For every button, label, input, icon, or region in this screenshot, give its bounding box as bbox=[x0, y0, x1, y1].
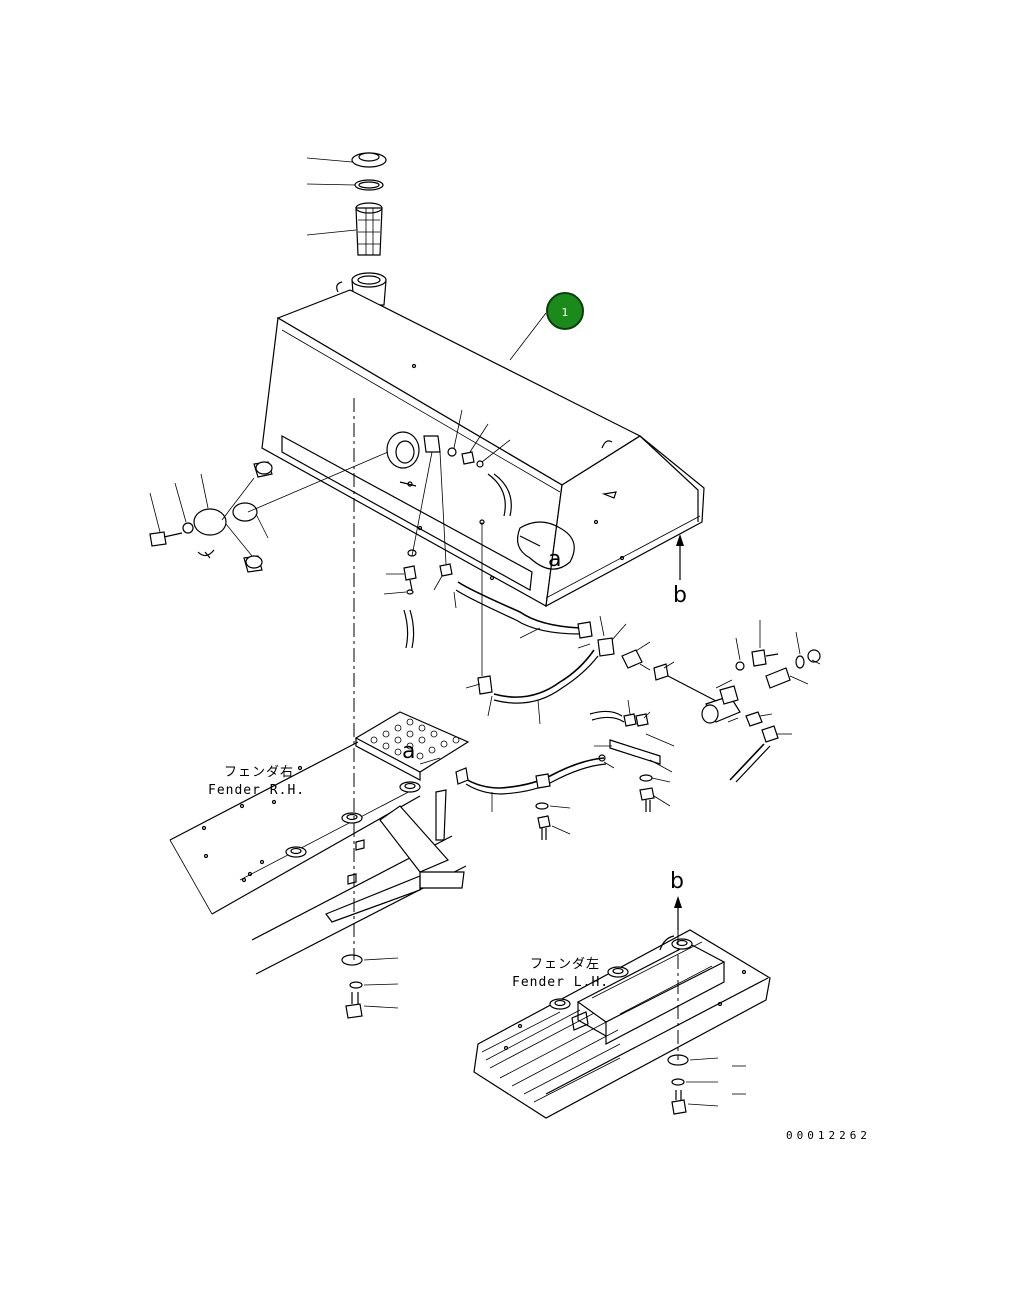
view-b-label-platform: b bbox=[670, 869, 684, 894]
fuel-tank bbox=[261, 289, 705, 608]
fender-lh-label-jp: フェンダ左 bbox=[530, 957, 600, 972]
view-b-arrow-tank: b bbox=[673, 534, 687, 608]
fender-rh-label-en: Fender R.H. bbox=[208, 783, 305, 798]
filler-cap-assembly bbox=[306, 152, 387, 306]
fender-lh-assembly bbox=[473, 929, 771, 1119]
document-number: 00012262 bbox=[786, 1129, 871, 1142]
fender-rh-label-jp: フェンダ右 bbox=[224, 765, 294, 780]
view-a-label-step: a bbox=[402, 739, 415, 764]
callout-1-badge[interactable] bbox=[546, 292, 584, 330]
callout-1-number[interactable]: 1 bbox=[562, 306, 569, 319]
view-b-arrow-platform: b bbox=[670, 869, 684, 930]
callout-1[interactable]: 1 bbox=[509, 292, 584, 361]
fender-lh-label-en: Fender L.H. bbox=[512, 975, 609, 990]
fender-rh-assembly bbox=[169, 398, 470, 1019]
view-a-label-tank: a bbox=[548, 547, 561, 572]
view-b-label-tank: b bbox=[673, 583, 687, 608]
sending-unit-group bbox=[149, 451, 389, 573]
fittings-group bbox=[383, 409, 821, 840]
